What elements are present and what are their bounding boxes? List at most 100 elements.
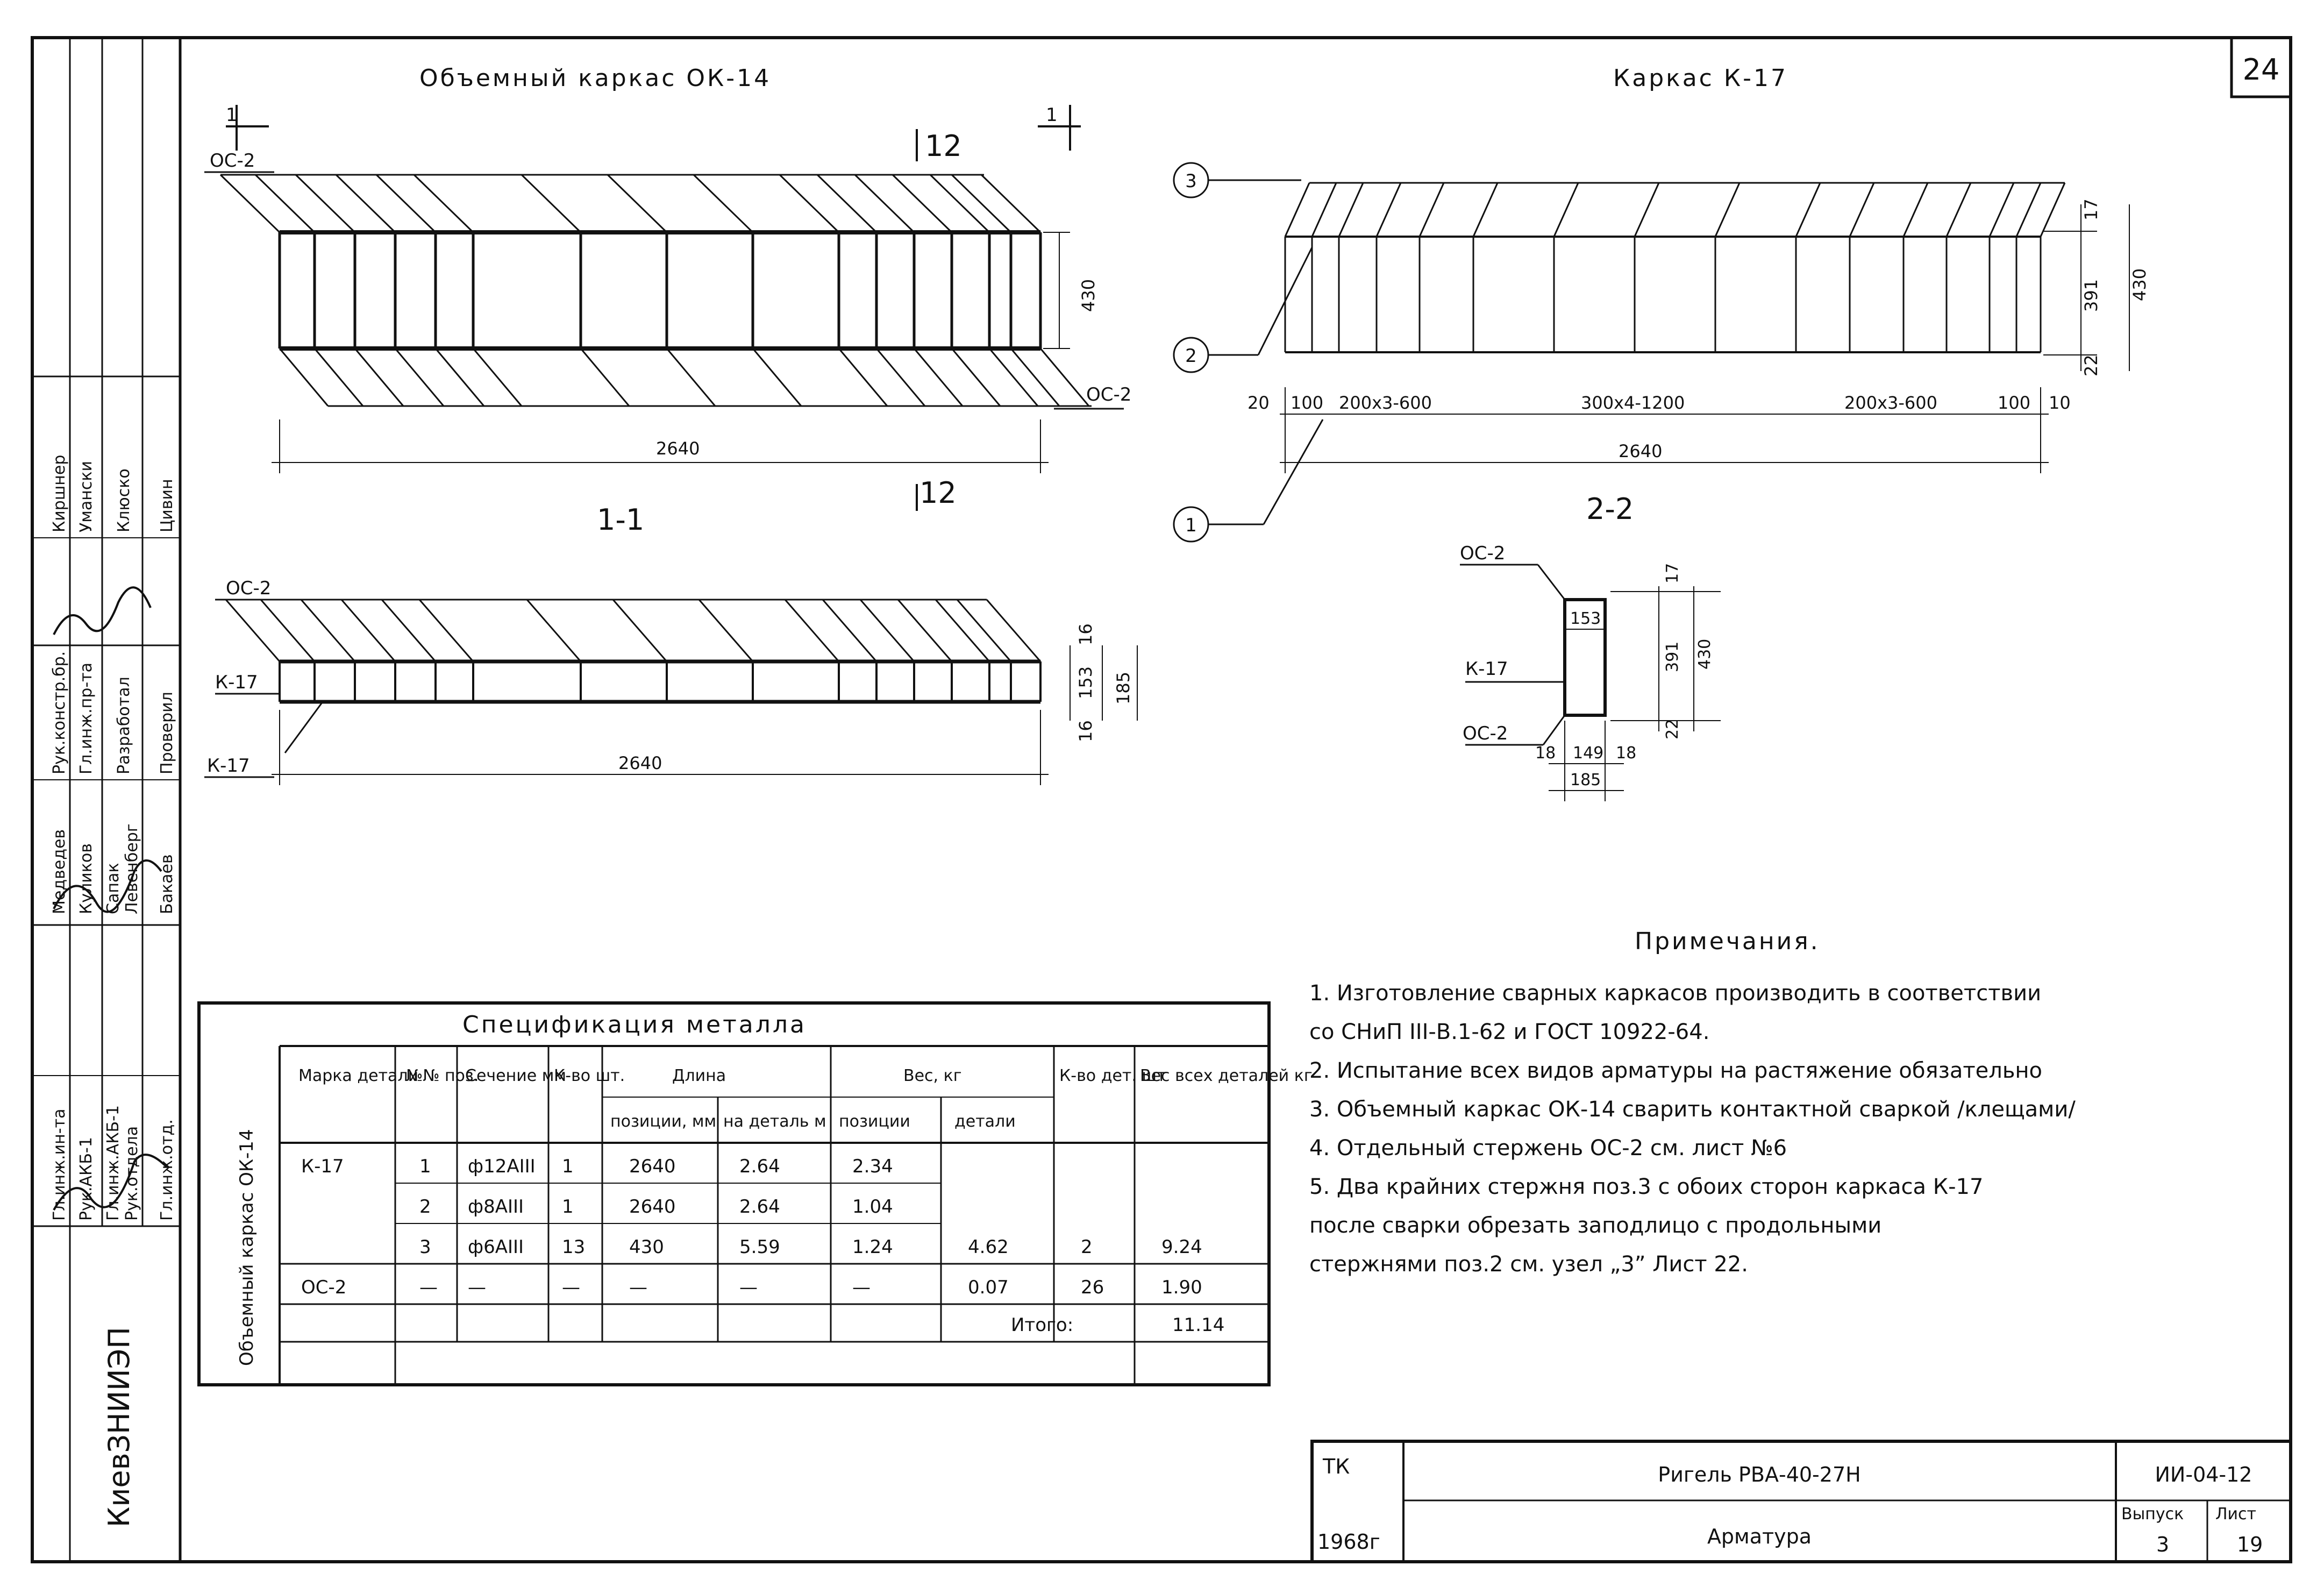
stamp-subject: Арматура [1707, 1525, 1812, 1548]
cage-diagonal-top [295, 174, 356, 233]
dim-20: 20 [1247, 393, 1270, 413]
side-name-5: Бакаев [158, 854, 176, 914]
hdr-length: Длина [672, 1066, 726, 1085]
pos-circle-2: 2 [1185, 345, 1197, 367]
title-cage-k: Каркас К-17 [1613, 65, 1788, 92]
cage-diagonal-bottom [951, 348, 1001, 407]
hdr-weight: Вес, кг [903, 1066, 962, 1085]
spec-cell-w_all: 9.24 [1161, 1236, 1202, 1258]
note-line: 4. Отдельный стержень ОС-2 см. лист №6 [1309, 1136, 1787, 1161]
label-k17-section22: К-17 [1465, 658, 1508, 680]
pos-circle-1: 1 [1185, 515, 1197, 536]
cage-diagonal-top [854, 174, 915, 233]
stamp-sheet-label: Лист [2215, 1505, 2256, 1524]
spec-cell-len_det: — [739, 1277, 758, 1298]
hdr-len-pos: позиции, мм [610, 1112, 716, 1131]
side-name2-4: Цивин [158, 479, 176, 532]
spec-cell-pos: 2 [419, 1196, 431, 1218]
cage-diagonal-bottom [875, 348, 926, 407]
section-diagonal [784, 599, 840, 662]
side-name-3: Сапак [104, 863, 123, 914]
spec-cell-w_det: 4.62 [968, 1236, 1009, 1258]
cut-mark-left: 1 [226, 104, 238, 126]
section-diagonal [897, 599, 953, 662]
spec-cell-qty: — [562, 1277, 580, 1298]
side-name2-1: Киршнер [50, 455, 69, 532]
view-section-22 [1460, 564, 1721, 801]
stamp-name: Ригель РВА-40-27Н [1658, 1463, 1860, 1486]
dim-430-view1: 430 [1078, 279, 1099, 312]
cage-diagonal-bottom [666, 348, 716, 407]
k17-diagonal [1714, 182, 1741, 237]
hdr-w-pos: позиции [839, 1112, 910, 1131]
k17-diagonal [1418, 182, 1445, 237]
side-block: КиевЗНИИЭП Гл.инж.ин-та Рук.АКБ-1 Гл.инж… [32, 38, 180, 1562]
cage-diagonal-bottom [434, 348, 485, 407]
dim-22-section22: 22 [1663, 719, 1682, 739]
section-diagonal [300, 599, 356, 662]
side-role-4: Рук.отдела [123, 1126, 141, 1221]
spec-cell-w_pos: 2.34 [852, 1156, 893, 1177]
side-role2-1: Рук.констр.бр. [50, 651, 69, 774]
note-line: 3. Объемный каркас ОК-14 сварить контакт… [1309, 1097, 2076, 1122]
signature-2 [53, 859, 162, 913]
dim-185-section11: 185 [1113, 672, 1134, 705]
section-diagonal [340, 599, 396, 662]
k17-diagonal [1988, 182, 2015, 237]
k17-diagonal [1945, 182, 1972, 237]
signature-1 [53, 586, 152, 635]
section-diagonal [935, 599, 990, 662]
spec-cell-len_pos: 2640 [629, 1156, 676, 1177]
stamp-issue-label: Выпуск [2121, 1505, 2184, 1524]
title-volume-cage: Объемный каркас ОК-14 [419, 65, 771, 92]
spec-cell-len_pos: 430 [629, 1236, 664, 1258]
dim-17-k17: 17 [2081, 198, 2101, 220]
spec-cell-qty: 13 [562, 1236, 585, 1258]
note-line: 2. Испытание всех видов арматуры на раст… [1309, 1058, 2042, 1083]
spec-cell-section: ф6АIII [468, 1236, 524, 1258]
spec-cell-qty_det: 26 [1081, 1277, 1104, 1298]
cage-diagonal-bottom [913, 348, 964, 407]
section-diagonal [859, 599, 915, 662]
axis-12-bottom: 12 [919, 476, 957, 510]
hdr-len-det: на деталь м [723, 1112, 826, 1131]
spec-cell-w_pos: 1.24 [852, 1236, 893, 1258]
section-diagonal [612, 599, 668, 662]
dim-16-a: 16 [1075, 623, 1096, 645]
side-name2-2: Умански [77, 461, 96, 532]
cage-diagonal-top [980, 174, 1042, 233]
hdr-pos: №№ поз. [406, 1066, 479, 1085]
hdr-section: Сечение мм [465, 1066, 566, 1085]
cage-diagonal-bottom [752, 348, 802, 407]
dim-2640-view1: 2640 [656, 438, 700, 459]
stamp-code: ИИ-04-12 [2155, 1463, 2252, 1486]
cage-diagonal-top [693, 174, 754, 233]
side-role-1: Гл.инж.ин-та [50, 1109, 69, 1221]
cage-diagonal-bottom [354, 348, 404, 407]
dim-100-left: 100 [1291, 393, 1323, 413]
dim-149: 149 [1573, 744, 1603, 763]
spec-cell-qty: 1 [562, 1156, 574, 1177]
spec-side-label: Объемный каркас ОК-14 [236, 1129, 258, 1366]
dim-seg-b: 300х4-1200 [1581, 393, 1685, 413]
section-diagonal [986, 599, 1042, 662]
label-oc2-top: ОС-2 [210, 150, 255, 172]
k17-diagonal [1375, 182, 1402, 237]
section-diagonal [381, 599, 437, 662]
dim-seg-a: 200х3-600 [1339, 393, 1432, 413]
notes-title: Примечания. [1635, 928, 1820, 955]
dim-391-section22: 391 [1663, 642, 1682, 672]
title-section-22: 2-2 [1586, 492, 1634, 526]
cage-diagonal-top [413, 174, 474, 233]
label-oc2-section11: ОС-2 [226, 578, 271, 599]
spec-cell-qty: 1 [562, 1196, 574, 1218]
sheet-number-box [2230, 36, 2292, 98]
dim-18-right: 18 [1616, 744, 1636, 763]
note-line: 1. Изготовление сварных каркасов произво… [1309, 981, 2041, 1006]
label-oc2-section22-a: ОС-2 [1460, 543, 1505, 564]
stamp-tk: ТК [1322, 1455, 1350, 1478]
dim-153-section11: 153 [1075, 666, 1096, 699]
cage-diagonal-top [892, 174, 953, 233]
stamp-sheet: 19 [2237, 1533, 2263, 1556]
section-stub [284, 701, 324, 753]
